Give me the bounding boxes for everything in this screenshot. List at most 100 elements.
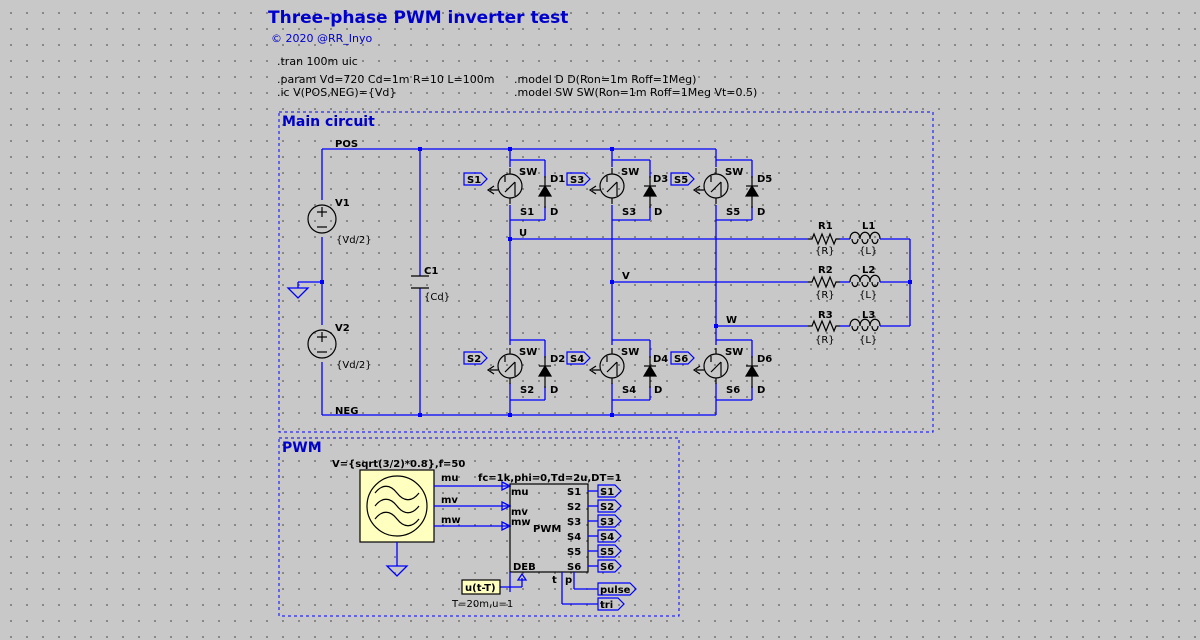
l2-value: {L} bbox=[859, 290, 877, 301]
pwm-port-s4[interactable]: S4 bbox=[597, 529, 622, 543]
pwm-port-s3[interactable]: S3 bbox=[597, 514, 622, 528]
r1-value: {R} bbox=[815, 246, 835, 257]
pwm-p-pin: p bbox=[565, 575, 572, 586]
r2-label: R2 bbox=[818, 265, 833, 276]
d6-model: D bbox=[757, 385, 765, 396]
switch-s2[interactable] bbox=[487, 347, 523, 385]
port-s5[interactable]: S5 bbox=[670, 172, 695, 186]
leg-v bbox=[610, 147, 651, 417]
l3-label: L3 bbox=[862, 310, 875, 321]
sine-source-params: V={sqrt(3/2)*0.8},f=50 bbox=[332, 459, 465, 470]
switch-s6[interactable] bbox=[693, 347, 729, 385]
port-s4[interactable]: S4 bbox=[566, 351, 591, 365]
s1-name: S1 bbox=[520, 207, 534, 218]
s4-name: S4 bbox=[622, 385, 636, 396]
svg-text:S4: S4 bbox=[570, 354, 584, 365]
pwm-port-s5[interactable]: S5 bbox=[597, 544, 622, 558]
pwm-out-s4: S4 bbox=[567, 532, 581, 543]
svg-text:S1: S1 bbox=[467, 175, 481, 186]
resistor-r1[interactable] bbox=[807, 233, 841, 245]
r3-label: R3 bbox=[818, 310, 833, 321]
svg-text:pulse: pulse bbox=[600, 585, 631, 596]
l1-value: {L} bbox=[859, 246, 877, 257]
copyright-text: © 2020 @RR_Inyo bbox=[271, 32, 372, 45]
net-pos-label: POS bbox=[335, 139, 358, 150]
svg-text:S6: S6 bbox=[674, 354, 688, 365]
svg-text:S2: S2 bbox=[467, 354, 481, 365]
ground-icon bbox=[287, 281, 309, 299]
svg-text:tri: tri bbox=[600, 600, 613, 611]
svg-text:S3: S3 bbox=[570, 175, 584, 186]
switch-s4[interactable] bbox=[589, 347, 625, 385]
param-directive[interactable]: .param Vd=720 Cd=1m R=10 L=100m bbox=[277, 73, 494, 86]
capacitor-c1[interactable] bbox=[411, 275, 429, 289]
inductor-l1[interactable] bbox=[849, 231, 881, 245]
step-source-block[interactable]: u(t-T) bbox=[461, 579, 501, 595]
svg-text:S3: S3 bbox=[600, 517, 614, 528]
pwm-in-mu: mu bbox=[511, 487, 529, 498]
d5-model: D bbox=[757, 207, 765, 218]
d3-model: D bbox=[654, 207, 662, 218]
d6-name: D6 bbox=[757, 354, 772, 365]
r2-value: {R} bbox=[815, 290, 835, 301]
tri-port[interactable]: tri bbox=[597, 597, 625, 611]
net-mw-label: mw bbox=[441, 515, 461, 526]
pwm-in-mw: mw bbox=[511, 517, 531, 528]
resistor-r2[interactable] bbox=[807, 276, 841, 288]
s3-model: SW bbox=[621, 167, 639, 178]
s4-model: SW bbox=[621, 347, 639, 358]
main-circuit-group: Main circuit POS NEG V1 {Vd/2} V2 {Vd/2} bbox=[278, 111, 934, 433]
pwm-port-s1[interactable]: S1 bbox=[597, 484, 622, 498]
net-mu-label: mu bbox=[441, 473, 459, 484]
r1-label: R1 bbox=[818, 221, 833, 232]
inductor-l2[interactable] bbox=[849, 274, 881, 288]
model-sw-directive[interactable]: .model SW SW(Ron=1m Roff=1Meg Vt=0.5) bbox=[514, 86, 757, 99]
svg-text:S2: S2 bbox=[600, 502, 614, 513]
v2-source[interactable] bbox=[307, 329, 337, 359]
tran-directive[interactable]: .tran 100m uic bbox=[277, 55, 358, 68]
svg-text:u(t-T): u(t-T) bbox=[465, 583, 496, 594]
port-s3[interactable]: S3 bbox=[566, 172, 591, 186]
c1-value: {Cd} bbox=[424, 292, 450, 303]
switch-s3[interactable] bbox=[589, 167, 625, 205]
step-source-params: T=20m,u=1 bbox=[451, 599, 513, 610]
v1-value: {Vd/2} bbox=[336, 235, 372, 246]
v1-source[interactable] bbox=[307, 204, 337, 234]
d4-model: D bbox=[654, 385, 662, 396]
pwm-port-s6[interactable]: S6 bbox=[597, 559, 622, 573]
ic-directive[interactable]: .ic V(POS,NEG)={Vd} bbox=[277, 86, 396, 99]
s6-name: S6 bbox=[726, 385, 740, 396]
pwm-out-s6: S6 bbox=[567, 562, 581, 573]
v2-value: {Vd/2} bbox=[336, 360, 372, 371]
switch-s5[interactable] bbox=[693, 167, 729, 205]
model-d-directive[interactable]: .model D D(Ron=1m Roff=1Meg) bbox=[514, 73, 696, 86]
net-u-label: U bbox=[519, 228, 527, 239]
page-title: Three-phase PWM inverter test bbox=[268, 8, 568, 28]
net-mv-label: mv bbox=[441, 495, 458, 506]
d1-name: D1 bbox=[550, 174, 565, 185]
pwm-port-s2[interactable]: S2 bbox=[597, 499, 622, 513]
resistor-r3[interactable] bbox=[807, 320, 841, 332]
sine-source-block[interactable] bbox=[359, 469, 435, 543]
svg-text:S5: S5 bbox=[674, 175, 688, 186]
pulse-port[interactable]: pulse bbox=[597, 582, 637, 596]
l1-label: L1 bbox=[862, 221, 875, 232]
d4-name: D4 bbox=[653, 354, 668, 365]
port-s1[interactable]: S1 bbox=[463, 172, 488, 186]
svg-text:S4: S4 bbox=[600, 532, 614, 543]
pwm-out-s3: S3 bbox=[567, 517, 581, 528]
port-s6[interactable]: S6 bbox=[670, 351, 695, 365]
port-s2[interactable]: S2 bbox=[463, 351, 488, 365]
l3-value: {L} bbox=[859, 335, 877, 346]
pwm-ground-icon bbox=[386, 559, 408, 577]
net-w-label: W bbox=[726, 315, 737, 326]
pwm-t-pin: t bbox=[552, 575, 557, 586]
switch-s1[interactable] bbox=[487, 167, 523, 205]
s1-model: SW bbox=[519, 167, 537, 178]
d1-model: D bbox=[550, 207, 558, 218]
pwm-block[interactable] bbox=[509, 483, 589, 573]
d3-name: D3 bbox=[653, 174, 668, 185]
d5-name: D5 bbox=[757, 174, 772, 185]
main-circuit-frame bbox=[278, 111, 934, 433]
